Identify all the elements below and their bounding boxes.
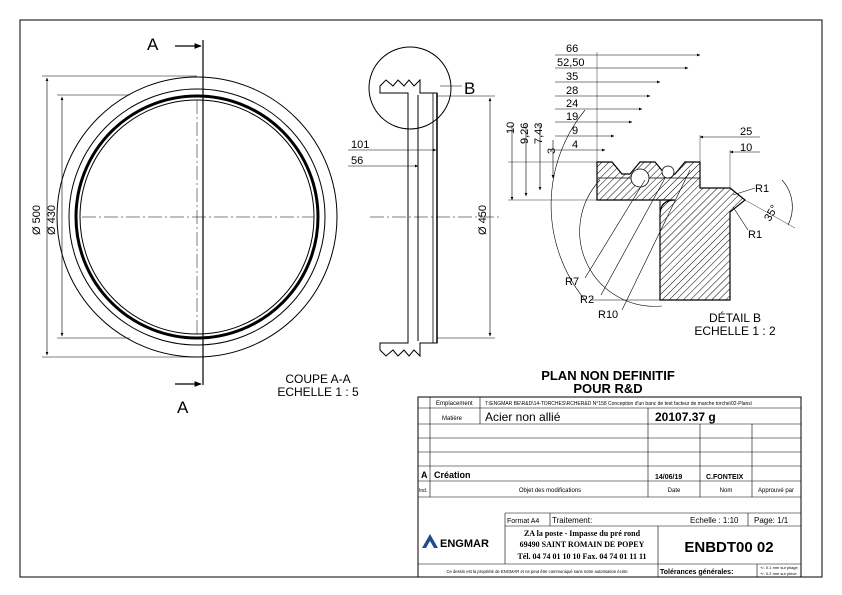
section-title-line2: ECHELLE 1 : 5	[277, 385, 359, 399]
cut-label-bottom: A	[177, 398, 189, 417]
detail-title-line1: DÉTAIL B	[709, 310, 761, 325]
address-line3: Tél. 04 74 01 10 10 Fax. 04 74 01 11 11	[517, 552, 646, 561]
rev-name: C.FONTEIX	[706, 474, 744, 481]
radius-r2: R2	[580, 294, 594, 306]
dim-v-2: 7,43	[533, 123, 545, 144]
detail-callout-label: B	[464, 79, 475, 98]
detail-vertical-dims: 10 9,26 7,43 3	[505, 122, 597, 201]
hdr-objet: Objet des modifications	[519, 488, 581, 494]
radius-r7: R7	[565, 276, 579, 288]
detail-horizontal-dims: 66 52,50 35 28 24 19 9 4	[555, 43, 701, 162]
dim-side-dia: Ø 450	[477, 205, 489, 235]
hdr-approuve: Approuvé par	[758, 488, 794, 494]
address-line1: ZA la poste - Impasse du pré rond	[524, 529, 641, 538]
matiere-value: Acier non allié	[485, 410, 561, 424]
angle-35: 35°	[762, 203, 781, 223]
hdr-date: Date	[668, 488, 681, 494]
front-view: A A Ø 500 Ø 430	[31, 35, 338, 417]
dim-v-1: 9,26	[519, 123, 531, 144]
property-notice: Ce dessin est la propriété de ENGMAR et …	[446, 569, 628, 574]
detail-right-dims: 25 10	[699, 126, 760, 188]
matiere-label: Matière	[442, 416, 463, 422]
radius-right-bottom: R1	[748, 229, 762, 241]
hdr-nom: Nom	[720, 488, 733, 494]
dim-h-0: 66	[566, 43, 578, 55]
section-title-line1: COUPE A-A	[285, 372, 350, 386]
detail-profile	[596, 161, 746, 301]
cut-label-top: A	[147, 35, 159, 54]
hdr-ind: Ind.	[419, 488, 427, 494]
notice-line1: PLAN NON DEFINITIF	[541, 368, 675, 383]
notice-line2: POUR R&D	[573, 381, 642, 396]
page-label: Page: 1/1	[754, 516, 789, 525]
detail-b-callout-circle	[368, 46, 452, 130]
dim-h-4: 24	[566, 98, 578, 110]
tolerance-line2: +/- 0.2 mm sur pièce	[760, 571, 797, 576]
engmar-logo: ENGMAR	[422, 534, 489, 550]
dim-56: 56	[351, 155, 363, 167]
emplacement-value: T:\ENGMAR BE\R&D\14-TORCHES\RCHER&D N°15…	[485, 401, 753, 407]
echelle-label: Echelle : 1:10	[690, 516, 739, 525]
radius-r10: R10	[598, 309, 618, 321]
dim-h-2: 35	[566, 71, 578, 83]
traitement-label: Traitement:	[552, 516, 592, 525]
tolerances-label: Tolérances générales:	[660, 569, 733, 576]
address-line2: 69490 SAINT ROMAIN DE POPEY	[520, 540, 645, 549]
dim-h-5: 19	[566, 111, 578, 123]
title-block	[417, 396, 802, 578]
rev-index: A	[421, 470, 428, 480]
dim-h-1: 52,50	[557, 57, 585, 69]
format-label: Format A4	[507, 518, 539, 525]
circle-470	[68, 88, 326, 346]
dim-outer-dia: Ø 500	[31, 205, 43, 235]
emplacement-label: Emplacement	[436, 401, 473, 407]
dim-101: 101	[351, 139, 369, 151]
dim-h-3: 28	[566, 85, 578, 97]
dim-v-3: 3	[546, 148, 558, 154]
logo-text: ENGMAR	[440, 538, 489, 550]
drawing-number: ENBDT00 02	[684, 539, 773, 556]
dim-h-6: 9	[572, 125, 578, 137]
detail-title-line2: ECHELLE 1 : 2	[694, 324, 776, 338]
dim-h-7: 4	[572, 139, 578, 151]
dim-right-1: 10	[740, 142, 752, 154]
detail-b-view: 66 52,50 35 28 24 19 9 4 10 9,26 7,43 3	[505, 43, 796, 321]
dim-v-0: 10	[505, 122, 517, 134]
circle-450	[74, 94, 320, 340]
rev-date: 14/06/19	[655, 474, 682, 481]
tolerance-line1: +/- 0.1 mm sur pliage	[760, 565, 798, 570]
mass-value: 20107.37 g	[655, 410, 716, 424]
dim-right-0: 25	[740, 126, 752, 138]
rev-description: Création	[434, 470, 471, 480]
radius-right-top: R1	[755, 183, 769, 195]
side-section-view: B 101 56 Ø 450	[348, 46, 500, 358]
dim-inner-dia: Ø 430	[46, 205, 58, 235]
